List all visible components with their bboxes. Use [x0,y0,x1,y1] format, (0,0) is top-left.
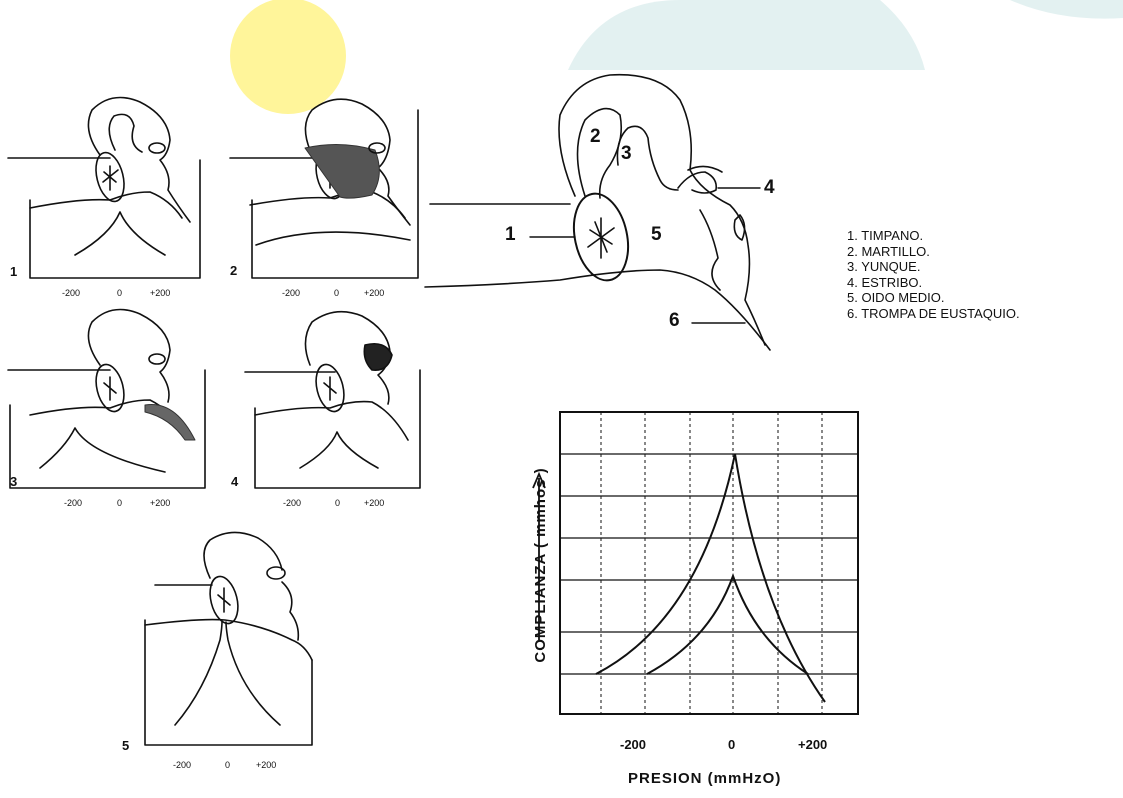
ear-pointer-lines [530,188,760,323]
panel-1-number: 1 [10,264,17,279]
panel-1-graph [30,160,200,278]
tympanogram-y-axis-label: COMPLIANZA ( mmhos ) [532,455,549,675]
panel-5-number: 5 [122,738,129,753]
panel-1-tick-neg200: -200 [62,288,80,298]
panel-4-tick-0: 0 [335,498,340,508]
panel-2-number: 2 [230,263,237,278]
tympanogram-tick-0: 0 [728,737,735,752]
panel-2-tick-0: 0 [334,288,339,298]
tympanogram-x-axis-label: PRESION (mmHzO) [628,770,781,787]
yellow-stain [230,0,346,114]
panel-5-tick-neg200: -200 [173,760,191,770]
panel-3-number: 3 [10,474,17,489]
teal-stain-corner [1010,0,1123,19]
tympanogram-chart [533,412,858,714]
legend-item: 2. MARTILLO. [847,244,1020,260]
panel-3-tick-0: 0 [117,498,122,508]
tympanogram-tick-neg200: -200 [620,737,646,752]
panel-4-ear-sketch [245,312,408,440]
legend-item: 5. OIDO MEDIO. [847,290,1020,306]
panel-5-tick-pos200: +200 [256,760,276,770]
panel-1-tick-pos200: +200 [150,288,170,298]
curve-high-peak [596,454,825,702]
chart-grid-horizontal [560,454,858,674]
ear-label-3: 3 [621,143,632,165]
panel-4-graph [255,370,420,488]
tympanogram-tick-pos200: +200 [798,737,827,752]
panel-2-tick-neg200: -200 [282,288,300,298]
legend-item: 4. ESTRIBO. [847,275,1020,291]
panel-2-ear-sketch [230,99,410,225]
curve-low-peak [647,576,808,674]
panel-5-graph [145,620,312,745]
legend-item: 1. TIMPANO. [847,228,1020,244]
ear-label-5: 5 [651,224,662,246]
panel-1-ear-sketch [8,98,190,223]
panel-2-graph [252,110,418,278]
main-ear-diagram [425,75,770,350]
legend-item: 3. YUNQUE. [847,259,1020,275]
panel-3-tick-pos200: +200 [150,498,170,508]
ear-label-1: 1 [505,224,516,246]
panel-2-tick-pos200: +200 [364,288,384,298]
panel-3-tick-neg200: -200 [64,498,82,508]
chart-grid-vertical [601,412,822,714]
panel-4-number: 4 [231,474,238,489]
panel-3-ear-sketch [8,310,195,441]
teal-stain [568,0,925,70]
panel-5-tick-0: 0 [225,760,230,770]
panel-4-tick-pos200: +200 [364,498,384,508]
panel-1-tick-0: 0 [117,288,122,298]
legend-item: 6. TROMPA DE EUSTAQUIO. [847,306,1020,322]
ear-label-6: 6 [669,310,680,332]
ear-label-4: 4 [764,177,775,199]
panel-4-tick-neg200: -200 [283,498,301,508]
ear-parts-legend: 1. TIMPANO. 2. MARTILLO. 3. YUNQUE. 4. E… [847,228,1020,321]
ear-label-2: 2 [590,126,601,148]
